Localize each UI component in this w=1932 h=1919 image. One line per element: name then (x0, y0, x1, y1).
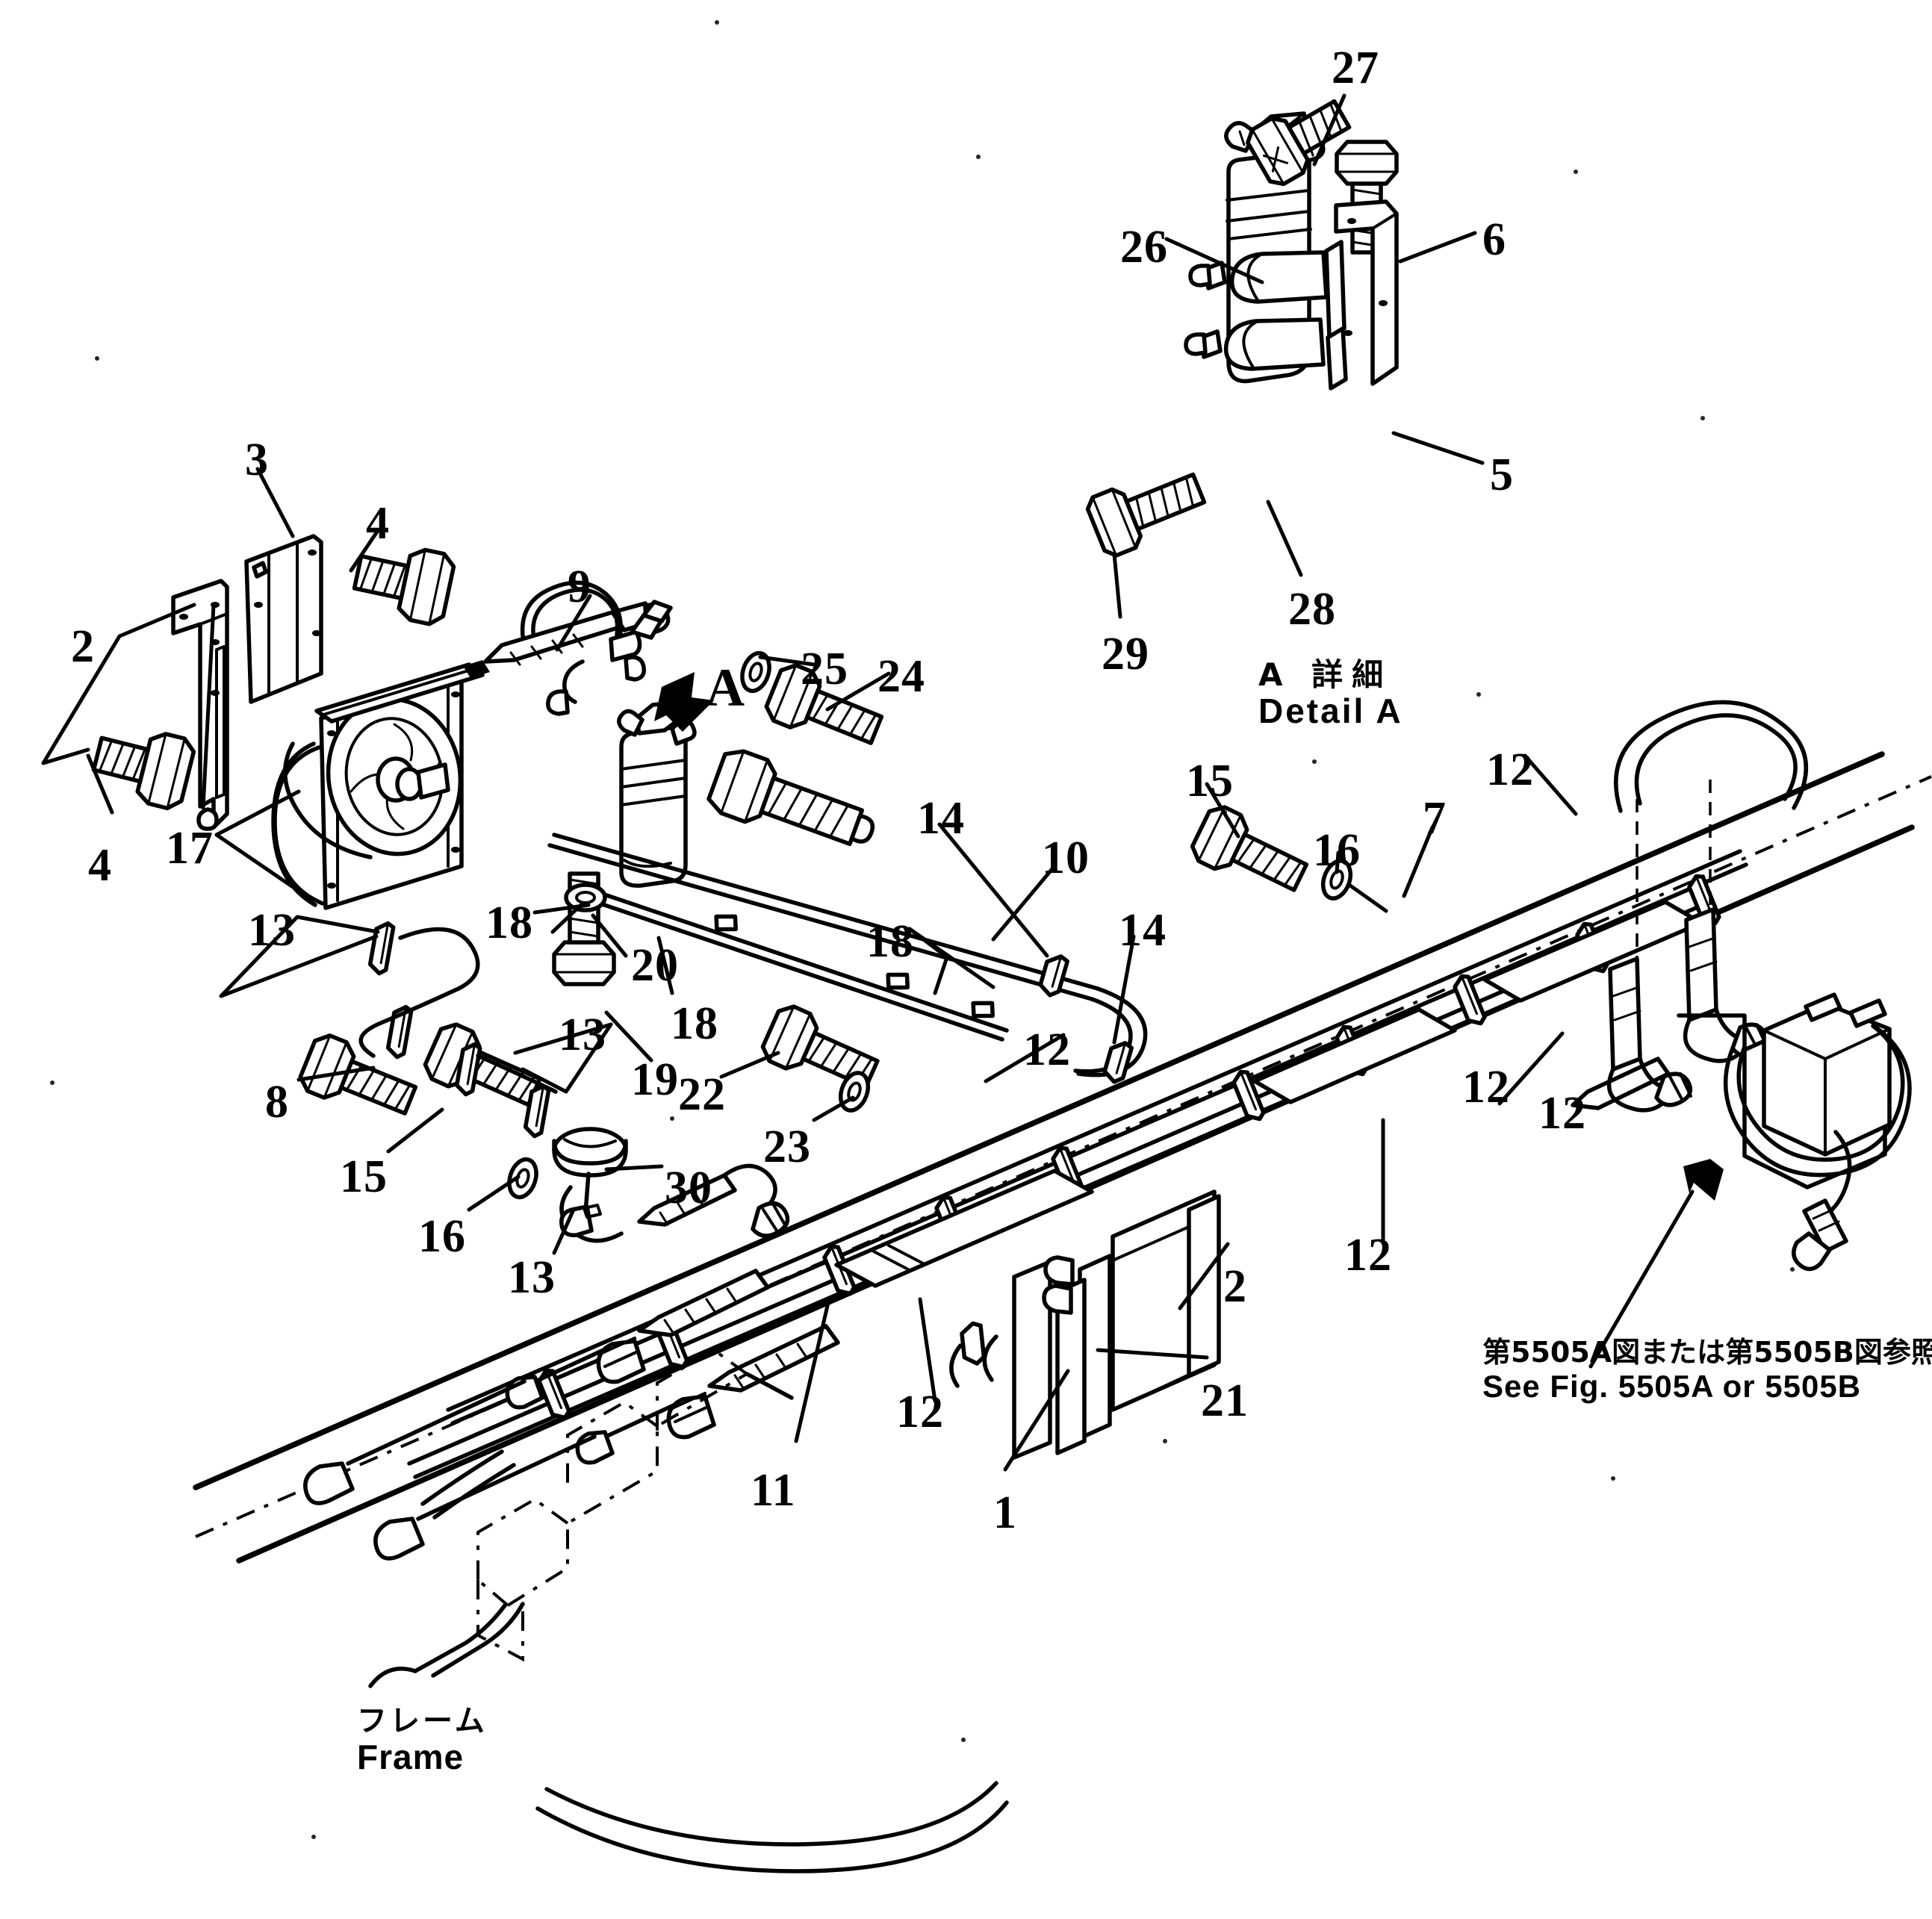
callout-number-2: 2 (71, 621, 95, 672)
callout-number-25: 25 (801, 644, 848, 694)
callout-number-20: 20 (631, 940, 679, 991)
callout-number-3: 3 (245, 435, 269, 485)
see-figure-jp: 第5505A図または第5505B図参照 (1482, 1336, 1932, 1369)
detail-a-caption: A 詳細 Detail A (1258, 657, 1403, 731)
callout-number-15: 15 (1186, 756, 1234, 806)
section-arrow-a (654, 672, 714, 732)
compressor-unit (1381, 700, 1912, 1369)
bolt-4-lower (91, 732, 196, 811)
see-figure-reference: 第5505A図または第5505B図参照 See Fig. 5505A or 55… (1482, 1337, 1932, 1404)
callout-number-5: 5 (1490, 450, 1514, 500)
callout-number-6: 6 (1482, 214, 1506, 265)
bolt-15-right (1187, 802, 1313, 904)
callout-number-17: 17 (166, 823, 214, 874)
callout-number-15: 15 (340, 1151, 388, 1202)
saddle-30 (552, 1127, 628, 1237)
bolt-4-upper (352, 547, 456, 626)
callout-number-23: 23 (763, 1122, 811, 1172)
callout-number-13: 13 (248, 905, 296, 956)
detail-a-group (1085, 93, 1485, 619)
bolt-29 (1085, 472, 1207, 558)
callout-number-12: 12 (1462, 1062, 1510, 1113)
washer-16-left (505, 1156, 541, 1201)
radiator-mount (949, 1189, 1230, 1472)
receiver-center (617, 650, 891, 888)
lower-hose-bundle (219, 874, 1671, 1561)
callout-number-16: 16 (1313, 825, 1361, 876)
callout-number-4: 4 (366, 498, 390, 549)
frame-outline (368, 1348, 1009, 1873)
callout-number-18: 18 (866, 916, 914, 967)
callout-number-13: 13 (559, 1010, 606, 1060)
callout-number-29: 29 (1102, 629, 1149, 679)
callout-number-8: 8 (265, 1077, 289, 1128)
detail-a-caption-jp: A 詳細 (1258, 656, 1393, 693)
callout-number-13: 13 (508, 1252, 556, 1303)
callout-number-12: 12 (1023, 1024, 1071, 1075)
callout-number-14: 14 (1119, 905, 1167, 956)
callout-number-12: 12 (1538, 1088, 1586, 1139)
callout-number-2: 2 (1223, 1261, 1247, 1312)
callout-number-16: 16 (418, 1211, 466, 1262)
callout-number-26: 26 (1120, 222, 1168, 273)
scan-speckles (50, 20, 1795, 1839)
callout-number-27: 27 (1332, 43, 1379, 93)
detail-a-caption-en: Detail A (1258, 691, 1403, 731)
callout-number-12: 12 (1344, 1230, 1392, 1281)
callout-number-7: 7 (1423, 793, 1447, 844)
section-marker-a: A (706, 658, 745, 718)
clamp-28 (1184, 240, 1348, 391)
callout-number-24: 24 (878, 651, 925, 702)
frame-caption-en: Frame (357, 1737, 465, 1776)
bracket-2-left (171, 579, 229, 831)
callout-number-11: 11 (751, 1465, 796, 1516)
condenser-fan-17 (271, 660, 490, 910)
callout-number-18: 18 (485, 898, 533, 948)
condenser-group (41, 467, 490, 910)
callout-number-19: 19 (631, 1054, 679, 1105)
frame-caption-jp: フレーム (357, 1704, 488, 1738)
callout-number-14: 14 (917, 793, 965, 844)
see-figure-en: See Fig. 5505A or 5505B (1482, 1368, 1862, 1404)
callout-number-22: 22 (678, 1069, 726, 1120)
callout-number-30: 30 (665, 1163, 712, 1213)
callout-number-12: 12 (896, 1387, 944, 1437)
callout-number-18: 18 (671, 998, 718, 1049)
bracket-5 (1334, 199, 1399, 386)
frame-caption: フレーム Frame (357, 1705, 488, 1776)
callout-number-4: 4 (88, 840, 112, 891)
piping-main (193, 751, 1932, 1564)
callout-number-9: 9 (568, 562, 591, 612)
callout-number-12: 12 (1486, 744, 1534, 795)
hose-9-group (483, 580, 673, 716)
bracket-3 (244, 534, 323, 704)
callout-number-10: 10 (1042, 833, 1090, 883)
callout-number-1: 1 (993, 1487, 1017, 1538)
callout-number-28: 28 (1288, 584, 1336, 635)
callout-number-21: 21 (1201, 1375, 1249, 1426)
